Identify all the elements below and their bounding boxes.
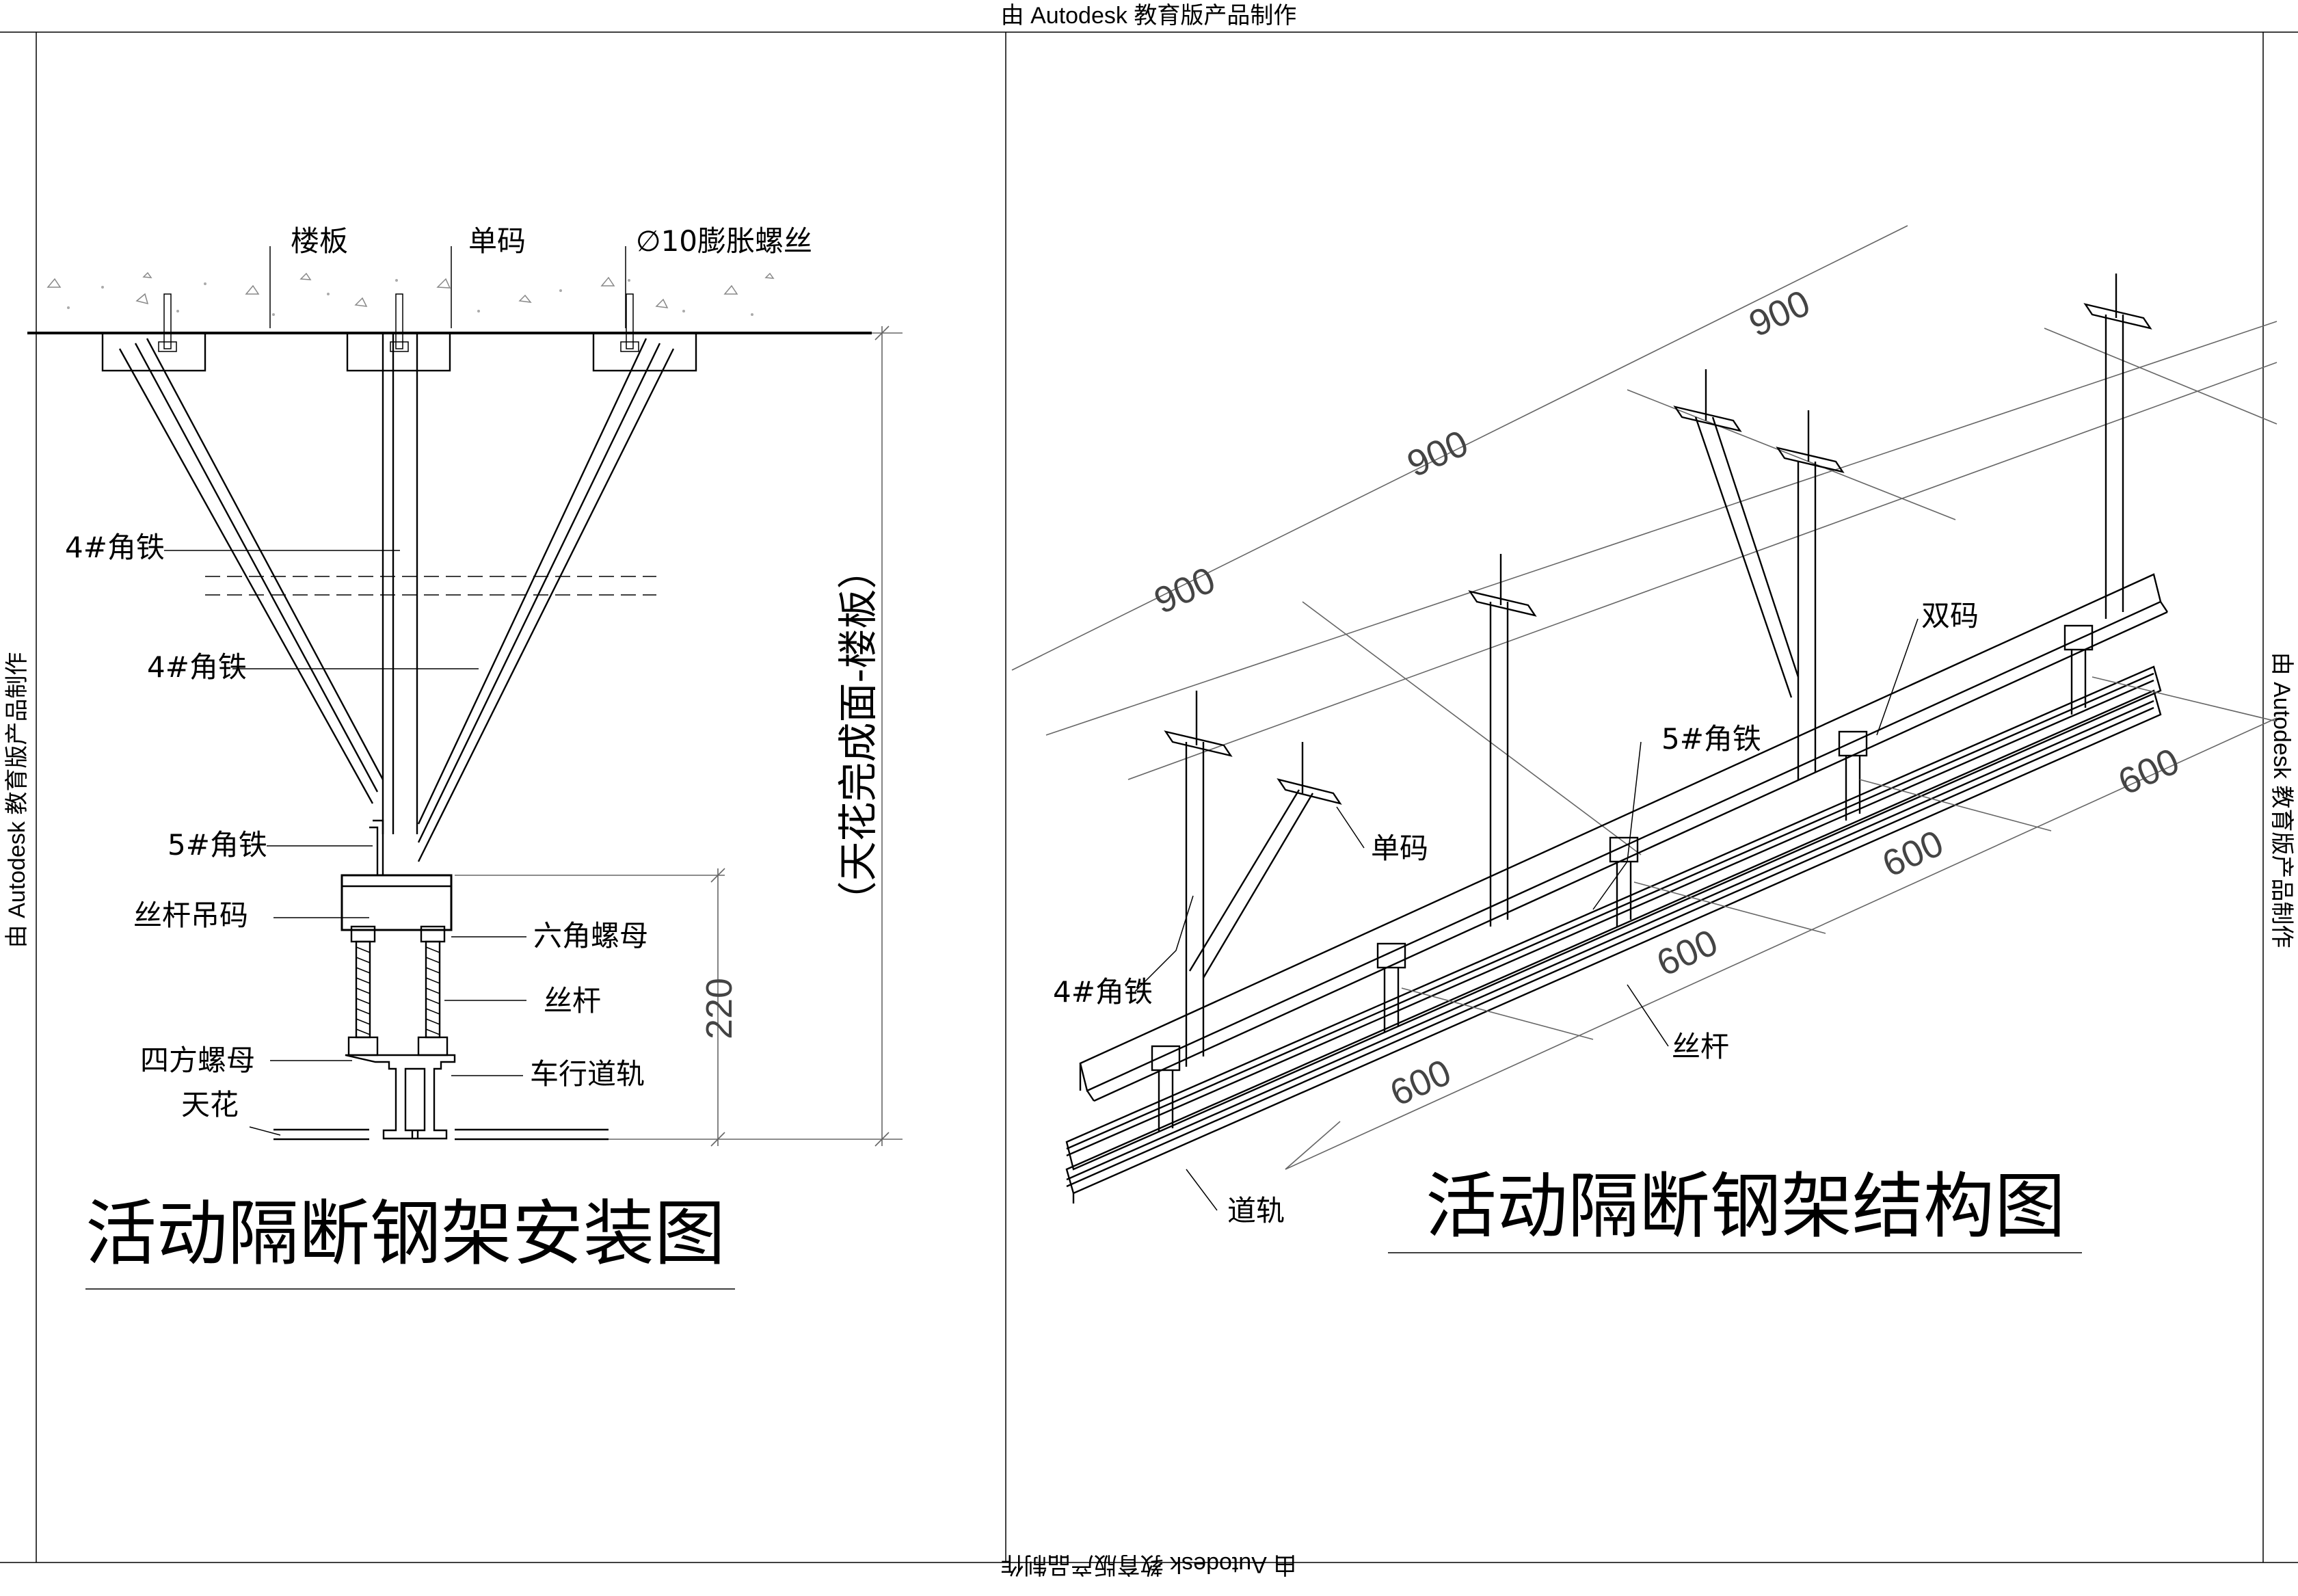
label-square-nut: 四方螺母 <box>140 1043 255 1077</box>
label-angle4-b: 4#角铁 <box>147 650 247 684</box>
threaded-rod-right <box>425 940 441 1039</box>
hanger-4 <box>2083 274 2152 619</box>
hanger-2 <box>1468 554 1537 927</box>
angle-5-stub <box>369 819 384 875</box>
floor-slab-dots <box>67 279 753 316</box>
watermark-top: 由 Autodesk 教育版产品制作 <box>1001 3 1297 29</box>
label-angle5: 5#角铁 <box>168 828 267 862</box>
label-angle5-right: 5#角铁 <box>1661 722 1761 756</box>
label-rod-hanger: 丝杆吊码 <box>133 899 248 932</box>
square-nut-right <box>417 1036 449 1056</box>
expansion-bolt-right <box>620 293 639 352</box>
diagonal-angle-iron-right <box>417 338 675 862</box>
vertical-angle-iron <box>382 333 418 834</box>
dimension-220-text: 220 <box>699 978 740 1039</box>
label-ceiling: 天花 <box>181 1088 239 1121</box>
right-leaders <box>1134 618 1919 1211</box>
dimension-lines-600 <box>1285 676 2277 1170</box>
label-expansion-bolt: ∅10膨胀螺丝 <box>636 224 812 258</box>
main-angle-beam <box>1079 573 2168 1102</box>
dim-600-1: 600 <box>1384 1052 1457 1114</box>
label-single-clip: 单码 <box>468 224 526 258</box>
hanger-3 <box>1673 369 1845 780</box>
threaded-rod-left <box>355 940 371 1039</box>
floor-slab-hatch <box>46 271 775 308</box>
dimension-ceiling-floor-text: （天花完成面-楼板） <box>835 550 881 921</box>
expansion-bolt-left <box>158 293 177 352</box>
dimension-220 <box>455 868 725 1147</box>
label-track-right: 道轨 <box>1227 1194 1285 1227</box>
right-title: 活动隔断钢架结构图 <box>1426 1165 2066 1248</box>
track-profile <box>345 1054 456 1140</box>
rod-hanger-block <box>340 874 453 931</box>
label-angle4-right: 4#角铁 <box>1053 975 1153 1009</box>
watermark-left: 由 Autodesk 教育版产品制作 <box>4 652 30 948</box>
label-double-clip: 双码 <box>1921 599 1979 633</box>
dim-900-1: 900 <box>1148 559 1221 622</box>
diagonal-angle-iron-left <box>118 338 384 804</box>
clip-center <box>346 332 451 372</box>
label-hex-nut: 六角螺母 <box>533 919 648 953</box>
label-rod-right: 丝杆 <box>1672 1030 1729 1063</box>
installation-section-drawing: 220 （天花完成面-楼板） 楼板 单码 ∅10膨胀螺丝 <box>27 224 903 1290</box>
expansion-bolt-center <box>390 293 409 352</box>
rod-assemblies <box>1151 624 2094 1132</box>
label-floor: 楼板 <box>291 224 348 258</box>
square-nut-left <box>347 1036 379 1056</box>
sheet-frame <box>0 31 2298 1563</box>
left-title: 活动隔断钢架安装图 <box>85 1192 725 1275</box>
label-rod: 丝杆 <box>544 984 601 1018</box>
hanger-1-brace <box>1188 742 1342 979</box>
watermark-bottom: 由 Autodesk 教育版产品制作 <box>1001 1552 1297 1578</box>
dim-600-4: 600 <box>2112 741 2185 803</box>
label-angle4-a: 4#角铁 <box>65 531 165 564</box>
clip-left <box>101 332 206 372</box>
dim-600-3: 600 <box>1876 823 1949 885</box>
track-rail <box>1065 665 2162 1203</box>
clip-right <box>592 332 697 372</box>
isometric-structure-drawing: 900 900 900 <box>1011 225 2277 1253</box>
ceiling-lines <box>273 1128 609 1141</box>
dim-900-3: 900 <box>1743 282 1816 345</box>
dimension-ceiling-floor <box>725 325 903 1147</box>
dim-900-2: 900 <box>1401 423 1474 485</box>
dimension-lines-900 <box>1011 225 2277 855</box>
watermark-right: 由 Autodesk 教育版产品制作 <box>2269 652 2295 948</box>
label-single-clip-right: 单码 <box>1371 832 1428 865</box>
left-leaders <box>164 246 626 1136</box>
label-track: 车行道轨 <box>530 1057 645 1091</box>
hanger-1 <box>1164 691 1233 1067</box>
